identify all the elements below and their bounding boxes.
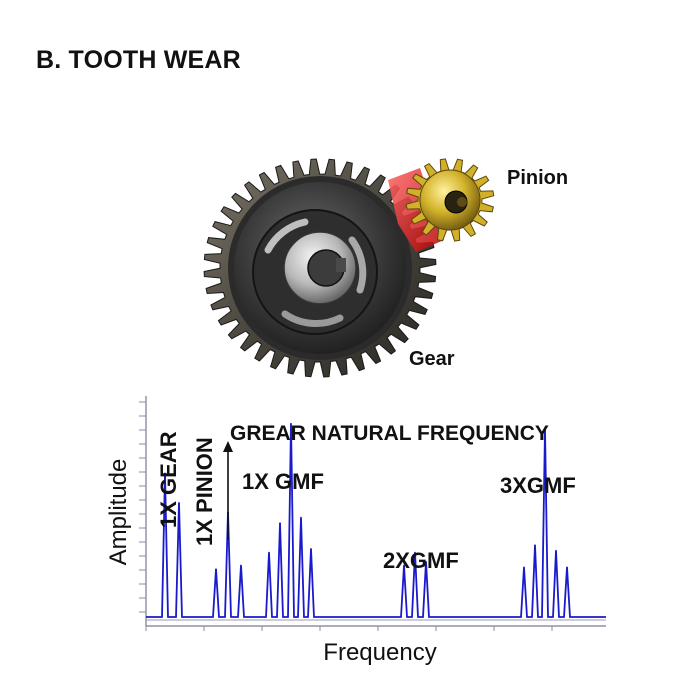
- spectrum-peak: [268, 551, 270, 554]
- gear-label: Gear: [409, 348, 455, 370]
- annotation-1x-gear: 1X GEAR: [156, 431, 181, 528]
- spectrum-peak: [164, 472, 166, 475]
- annotation-natural-frequency: GREAR NATURAL FREQUENCY: [230, 422, 549, 445]
- spectrum-peak: [403, 564, 405, 567]
- chart-axes: [145, 396, 606, 627]
- x-axis-ticks: [145, 626, 553, 631]
- x-axis-label: Frequency: [323, 639, 436, 666]
- annotation-1x-pinion: 1X PINION: [192, 437, 217, 546]
- spectrum-peak: [310, 548, 312, 550]
- spectrum-peak: [178, 502, 180, 504]
- pinion-icon: [405, 158, 495, 242]
- page-title: B. TOOTH WEAR: [36, 46, 241, 74]
- spectrum-peak: [414, 551, 416, 554]
- arrow-up-icon: [223, 441, 233, 452]
- gear-icon: [203, 158, 437, 378]
- spectrum-line: [146, 423, 606, 618]
- spectrum-peak: [215, 568, 217, 570]
- annotation-3x-gmf: 3XGMF: [500, 473, 576, 498]
- spectrum-peak: [555, 549, 557, 552]
- spectrum-peak: [523, 566, 525, 569]
- gear-pinion-illustration: [203, 158, 495, 378]
- spectrum-peak: [425, 560, 427, 563]
- annotation-2x-gmf: 2XGMF: [383, 548, 459, 573]
- spectrum-peak: [290, 422, 292, 425]
- y-axis-label: Amplitude: [105, 459, 132, 566]
- spectrum-peak: [566, 566, 568, 569]
- spectrum-peak: [544, 428, 546, 430]
- spectrum-peak: [300, 516, 302, 519]
- annotation-1x-gmf: 1X GMF: [242, 469, 324, 494]
- pinion-label: Pinion: [507, 167, 569, 189]
- y-axis-ticks: [139, 401, 146, 613]
- spectrum-peak: [240, 564, 242, 567]
- spectrum-peak: [279, 522, 281, 524]
- spectrum-peak: [534, 544, 536, 546]
